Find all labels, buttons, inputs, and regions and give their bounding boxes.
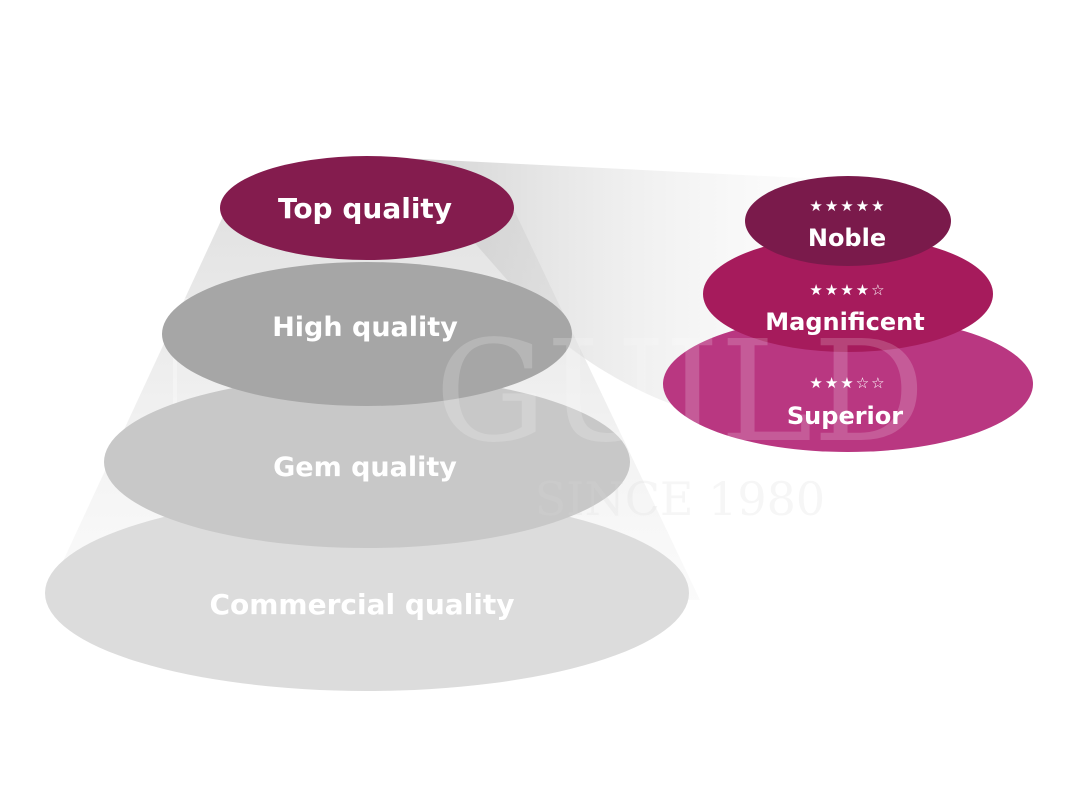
grade-stars-magnificent: ★★★★☆ — [809, 281, 886, 299]
watermark-since: SINCE 1980 — [535, 472, 825, 526]
tier-gem-quality — [104, 376, 630, 548]
tier-top-quality — [220, 156, 514, 260]
grade-label-magnificent: Magnificent — [765, 308, 924, 336]
grade-superior — [663, 316, 1033, 452]
tier-label-gem-quality: Gem quality — [273, 452, 457, 483]
grade-label-superior: Superior — [787, 402, 903, 430]
tier-label-high-quality: High quality — [272, 312, 458, 343]
grade-stars-noble: ★★★★★ — [809, 197, 886, 215]
tier-label-top-quality: Top quality — [278, 192, 452, 225]
tier-label-commercial-quality: Commercial quality — [209, 588, 514, 621]
grade-stars-superior: ★★★☆☆ — [809, 374, 886, 392]
tier-commercial-quality — [45, 495, 689, 691]
tier-high-quality — [162, 262, 572, 406]
watermark-name: GUILD — [435, 311, 925, 474]
grade-label-noble: Noble — [808, 224, 886, 252]
grade-noble — [745, 176, 951, 266]
grade-magnificent — [703, 236, 993, 352]
